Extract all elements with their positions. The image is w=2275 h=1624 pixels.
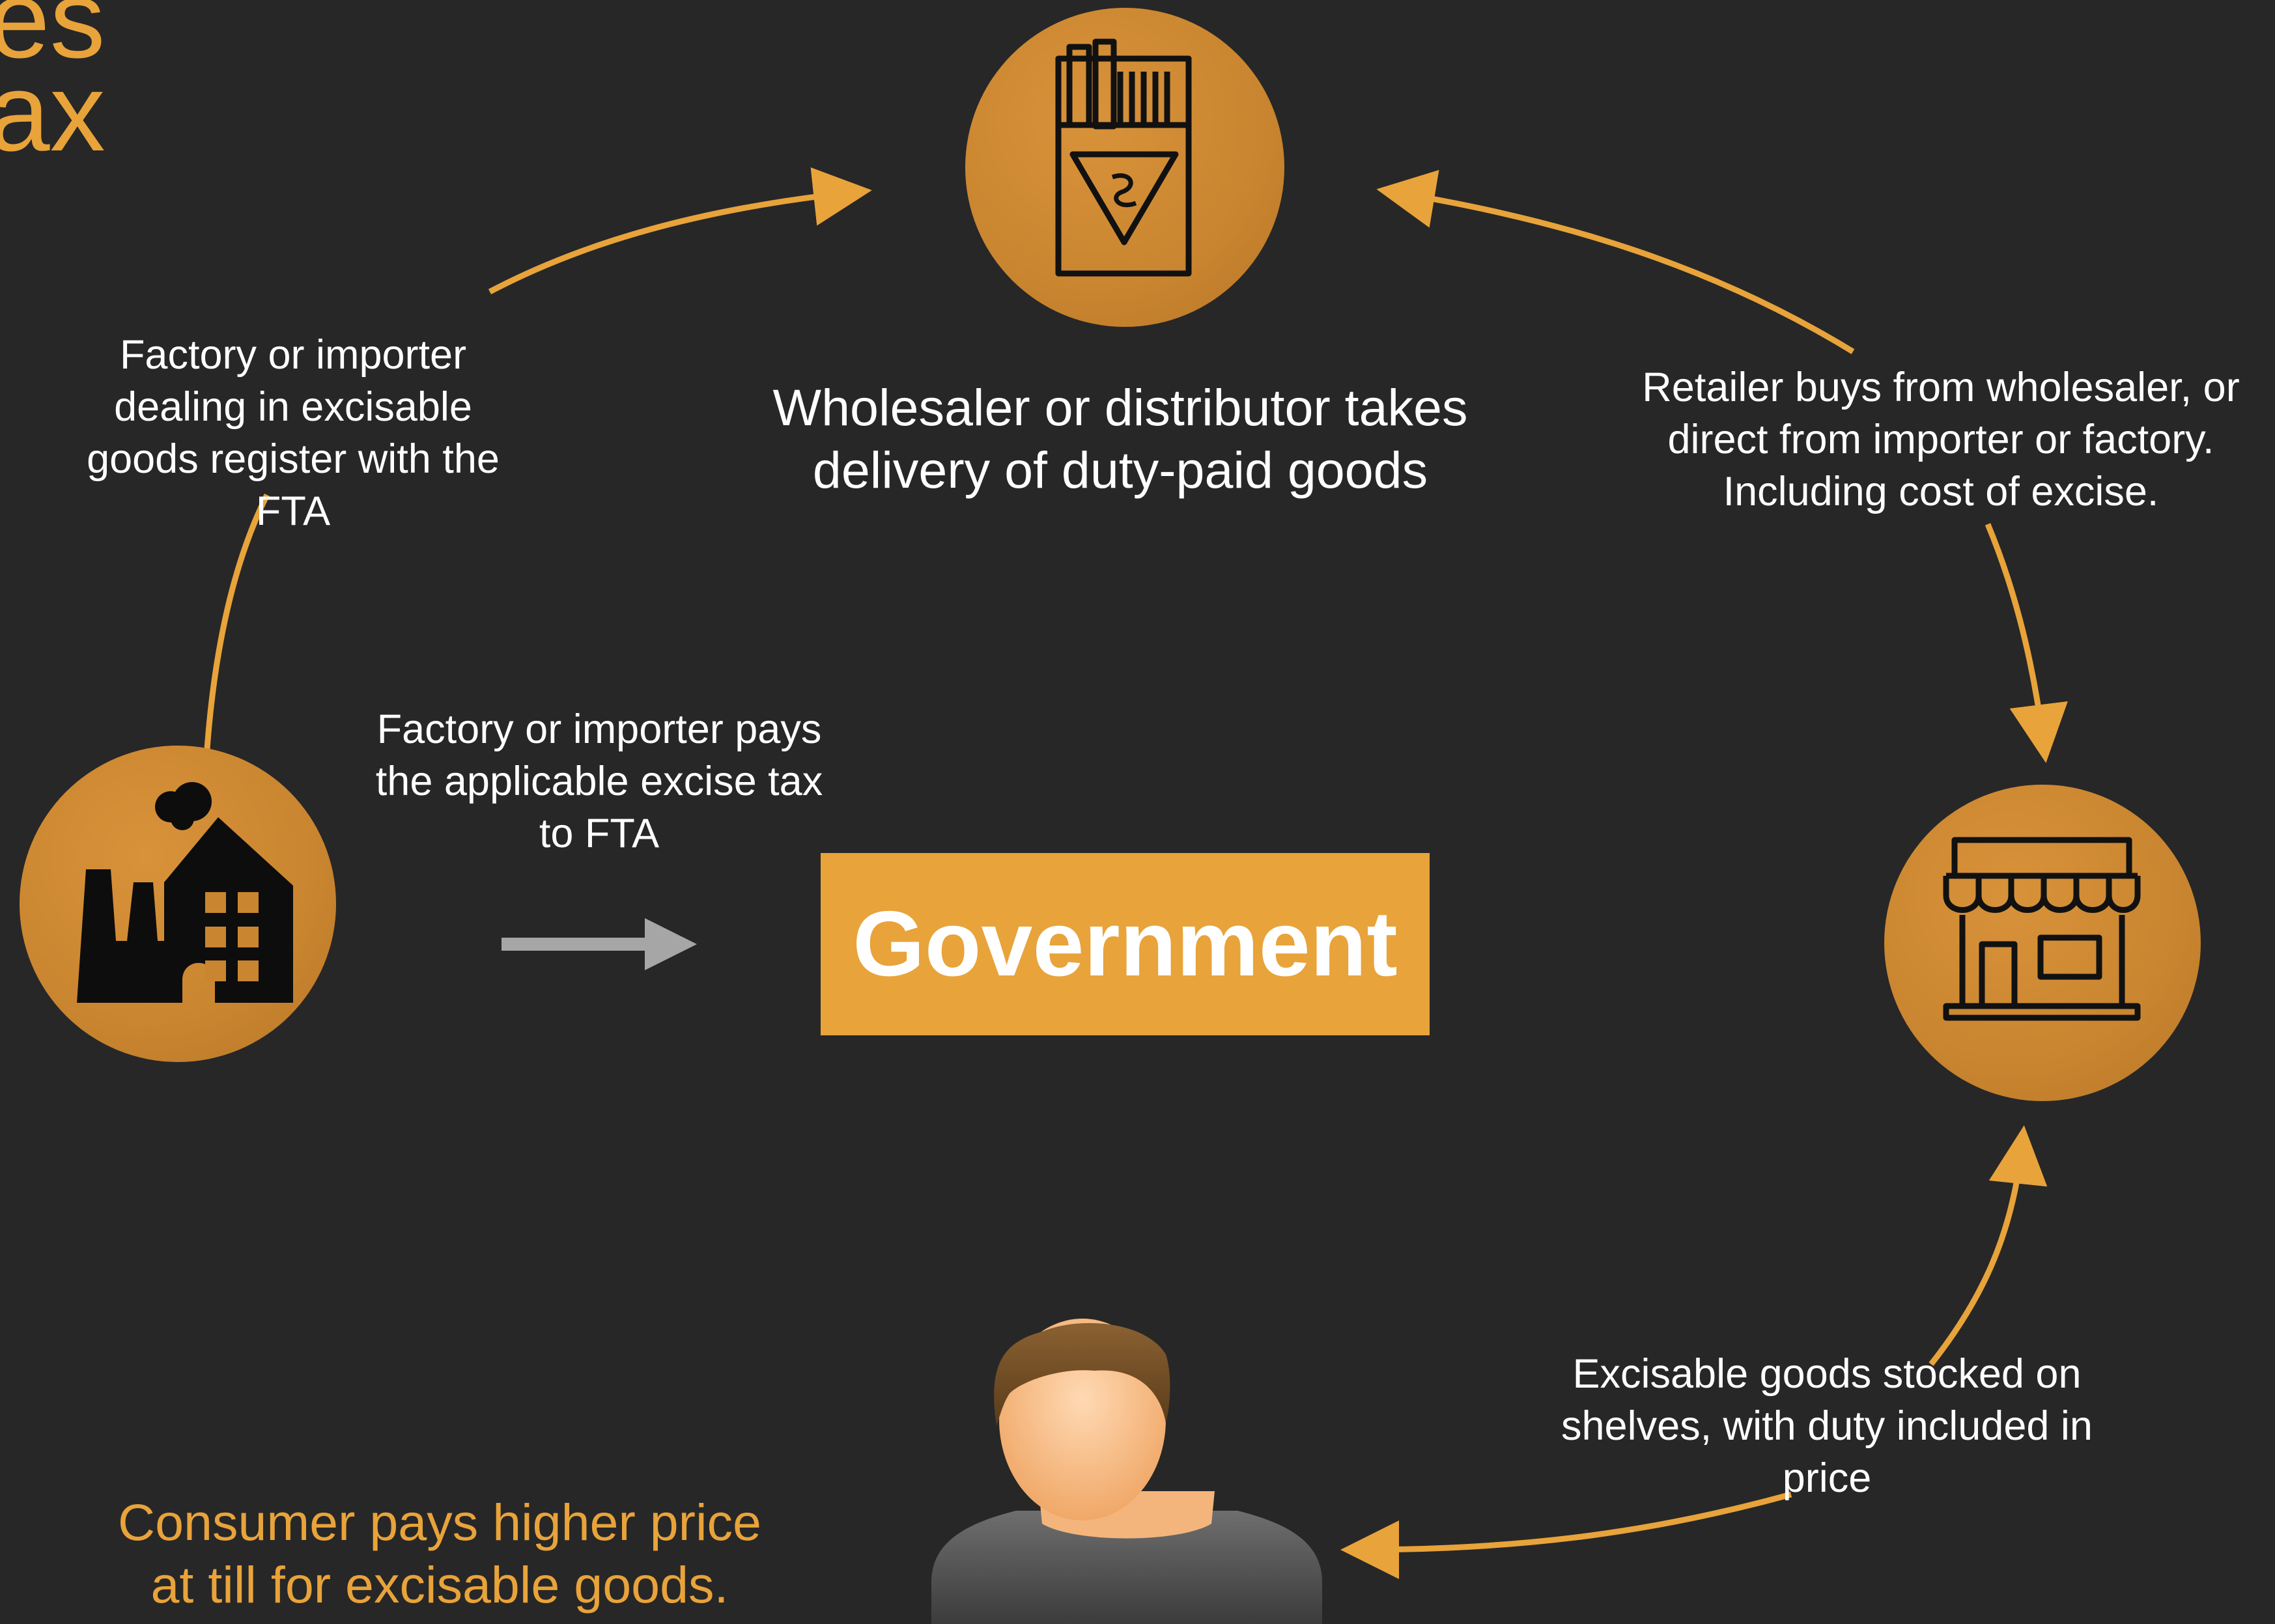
consumer-caption-line-2: at till for excisable goods. bbox=[150, 1556, 729, 1614]
wholesaler-circle bbox=[965, 8, 1284, 327]
factory-circle bbox=[20, 746, 336, 1062]
title-line-1: es bbox=[0, 0, 106, 81]
consumer-caption: Consumer pays higher price at till for e… bbox=[72, 1491, 808, 1617]
arrow-shelves-to-consumer bbox=[1340, 1491, 1792, 1579]
arrow-register-to-wholesaler bbox=[488, 167, 872, 294]
factory-register-caption: Factory or importer dealing in excisable… bbox=[39, 329, 547, 537]
factory-pay-line-1: Factory or importer pays bbox=[376, 707, 822, 752]
factory-pay-line-2: the applicable excise tax bbox=[375, 759, 823, 804]
factory-icon bbox=[77, 782, 293, 1003]
storefront-icon bbox=[1943, 837, 2141, 1021]
factory-register-line-1: Factory or importer bbox=[119, 332, 467, 378]
consumer-caption-line-1: Consumer pays higher price bbox=[118, 1493, 761, 1551]
retailer-circle bbox=[1884, 785, 2201, 1101]
arrow-shelves-to-store bbox=[1929, 1125, 2048, 1366]
shelves-caption-line-2: shelves, with duty included in bbox=[1561, 1403, 2093, 1449]
factory-pay-line-3: to FTA bbox=[539, 811, 660, 856]
arrow-factory-to-register bbox=[204, 493, 270, 749]
cigarette-pack-icon bbox=[1055, 38, 1192, 277]
wholesaler-caption-line-1: Wholesaler or distributor takes bbox=[772, 378, 1468, 436]
factory-pay-caption: Factory or importer pays the applicable … bbox=[339, 703, 860, 860]
shelves-caption: Excisable goods stocked on shelves, with… bbox=[1501, 1348, 2153, 1504]
retailer-caption-line-2: direct from importer or factory. bbox=[1667, 417, 2214, 462]
government-box: Government bbox=[821, 853, 1430, 1035]
retailer-caption-line-1: Retailer buys from wholesaler, or bbox=[1642, 365, 2240, 410]
retailer-caption: Retailer buys from wholesaler, or direct… bbox=[1589, 361, 2275, 518]
wholesaler-caption-line-2: delivery of duty-paid goods bbox=[812, 441, 1428, 499]
title-line-2: ax bbox=[0, 51, 106, 175]
government-label: Government bbox=[853, 892, 1398, 996]
shelves-caption-line-3: price bbox=[1782, 1455, 1872, 1501]
factory-register-line-3: goods register with the bbox=[87, 436, 500, 482]
retailer-caption-line-3: Including cost of excise. bbox=[1723, 469, 2159, 514]
arrow-retailer-to-store bbox=[1985, 523, 2068, 763]
shelves-caption-line-1: Excisable goods stocked on bbox=[1572, 1351, 2082, 1397]
factory-register-line-2: dealing in excisable bbox=[114, 384, 472, 430]
arrow-retailer-to-wholesaler bbox=[1376, 169, 1855, 354]
factory-register-line-4: FTA bbox=[255, 488, 331, 534]
wholesaler-caption: Wholesaler or distributor takes delivery… bbox=[723, 376, 1518, 502]
